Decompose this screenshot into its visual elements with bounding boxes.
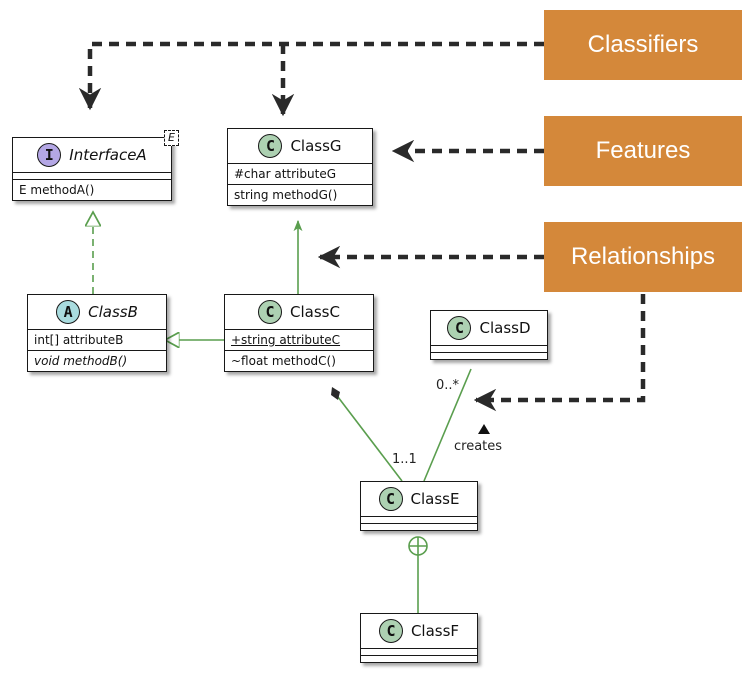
relationships-callout: Relationships bbox=[544, 222, 742, 292]
class-icon: C bbox=[258, 300, 283, 324]
method: E methodA() bbox=[19, 183, 95, 197]
abstract-class-icon: A bbox=[56, 300, 81, 324]
interfacea-attributes bbox=[13, 172, 171, 179]
classc-methods: ~float methodC() bbox=[225, 350, 373, 371]
creates-direction-marker bbox=[478, 424, 490, 434]
creates-label: creates bbox=[454, 439, 503, 454]
features-callout: Features bbox=[544, 116, 742, 186]
classd-methods bbox=[431, 352, 547, 359]
classe-header: C ClassE bbox=[361, 482, 477, 516]
classf-methods bbox=[361, 655, 477, 662]
interfacea-name: InterfaceA bbox=[69, 146, 147, 164]
classf-name: ClassF bbox=[410, 622, 460, 640]
classe-methods bbox=[361, 523, 477, 530]
method: ~float methodC() bbox=[231, 354, 336, 368]
classg-methods: string methodG() bbox=[228, 184, 372, 205]
classf-attributes bbox=[361, 648, 477, 655]
multiplicity-label-e: 1..1 bbox=[392, 452, 417, 467]
attribute: +string attributeC bbox=[231, 333, 341, 347]
classg-attributes: #char attributeG bbox=[228, 163, 372, 184]
classc-box: C ClassC +string attributeC ~float metho… bbox=[224, 294, 374, 372]
method: void methodB() bbox=[34, 354, 128, 368]
classg-box: C ClassG #char attributeG string methodG… bbox=[227, 128, 373, 206]
classc-name: ClassC bbox=[290, 303, 340, 321]
classe-attributes bbox=[361, 516, 477, 523]
classifiers-callout: Classifiers bbox=[544, 10, 742, 80]
classd-attributes bbox=[431, 345, 547, 352]
interfacea-methods: E methodA() bbox=[13, 179, 171, 200]
classb-header: A ClassB bbox=[28, 295, 166, 329]
relationships-arrow-lower bbox=[473, 294, 646, 412]
relationships-label: Relationships bbox=[570, 243, 716, 270]
composition-classc-classe bbox=[337, 396, 403, 482]
attribute: #char attributeG bbox=[234, 167, 336, 181]
interfacea-box: E I InterfaceA E methodA() bbox=[12, 130, 179, 201]
multiplicity-label-d: 0..* bbox=[436, 378, 460, 393]
classifiers-arrow-to-interfacea bbox=[78, 41, 544, 111]
classb-box: A ClassB int[] attributeB void methodB() bbox=[27, 294, 167, 372]
classb-attributes: int[] attributeB bbox=[28, 329, 166, 350]
type-parameter-badge: E bbox=[164, 130, 179, 146]
interface-icon: I bbox=[37, 143, 62, 167]
classf-header: C ClassF bbox=[361, 614, 477, 648]
classc-header: C ClassC bbox=[225, 295, 373, 329]
features-label: Features bbox=[595, 137, 691, 164]
classd-box: C ClassD bbox=[430, 310, 548, 360]
classc-attributes: +string attributeC bbox=[225, 329, 373, 350]
class-icon: C bbox=[378, 619, 403, 643]
class-icon: C bbox=[447, 316, 472, 340]
classf-box: C ClassF bbox=[360, 613, 478, 663]
classg-name: ClassG bbox=[290, 137, 342, 155]
attribute: int[] attributeB bbox=[34, 333, 124, 347]
classe-box: C ClassE bbox=[360, 481, 478, 531]
method: string methodG() bbox=[234, 188, 338, 202]
classe-name: ClassE bbox=[410, 490, 460, 508]
classb-methods: void methodB() bbox=[28, 350, 166, 371]
class-icon: C bbox=[258, 134, 283, 158]
composition-diamond bbox=[331, 387, 340, 400]
classd-header: C ClassD bbox=[431, 311, 547, 345]
classg-header: C ClassG bbox=[228, 129, 372, 163]
classb-name: ClassB bbox=[88, 303, 138, 321]
association-classd-classe bbox=[423, 368, 472, 482]
interfacea-header: I InterfaceA bbox=[13, 138, 171, 172]
classd-name: ClassD bbox=[479, 319, 531, 337]
classifiers-label: Classifiers bbox=[587, 31, 699, 58]
class-icon: C bbox=[378, 487, 403, 511]
